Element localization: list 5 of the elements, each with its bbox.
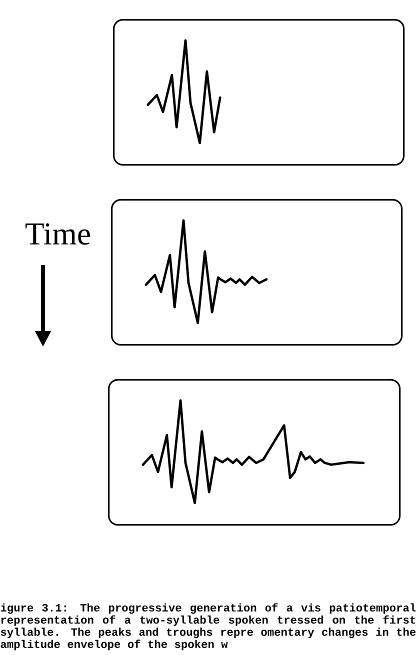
panel-box	[108, 379, 401, 526]
caption: igure 3.1: The progressive generation of a vis patiotemporal representation of a two-syllable spoken tressed on the first syllable. The peaks and troughs repre omentary changes in the amplitude envelope of the spoken w	[0, 603, 416, 650]
panel-box	[111, 199, 403, 346]
panel-box	[113, 19, 405, 166]
time-label: Time	[26, 223, 90, 245]
